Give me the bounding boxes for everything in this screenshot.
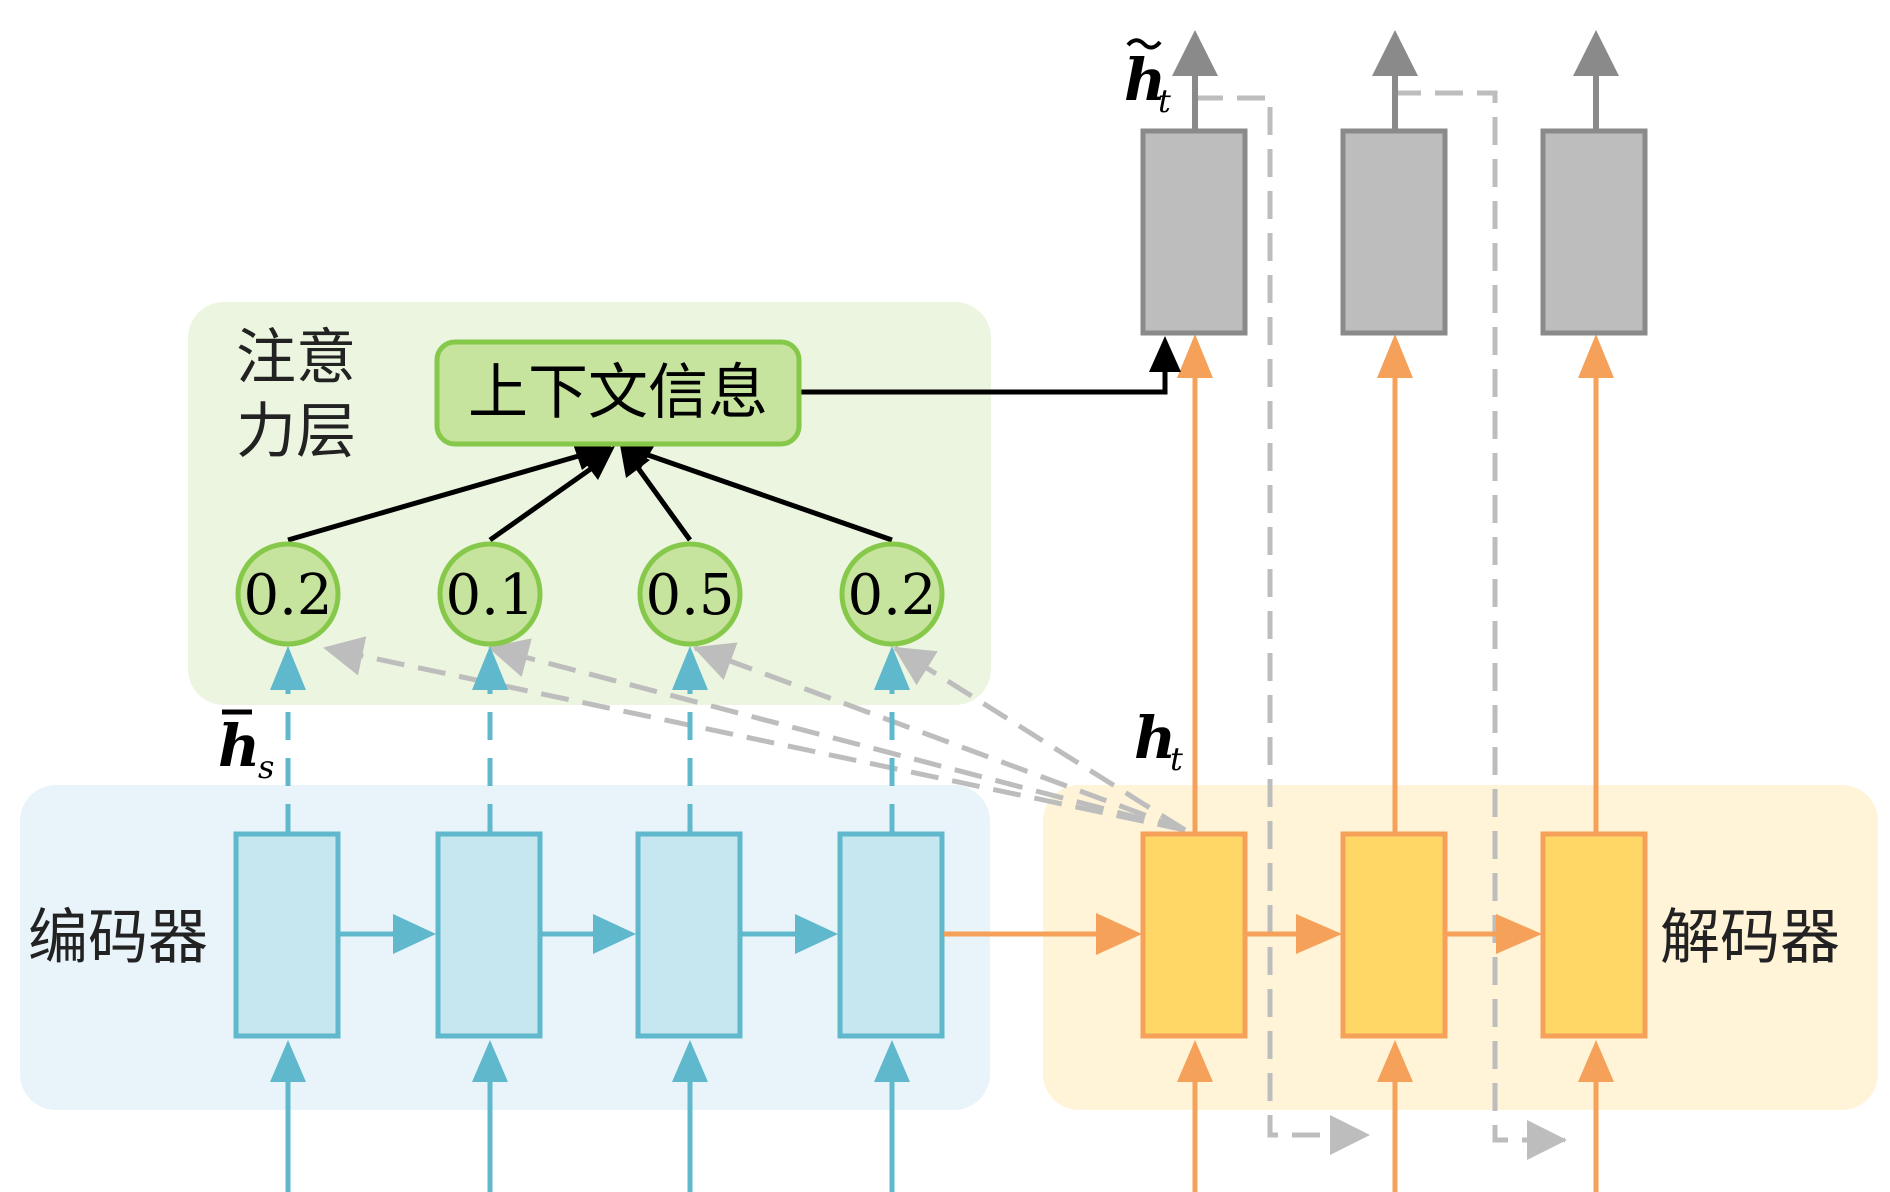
svg-text:t: t	[1170, 740, 1183, 778]
score-dashed-1	[323, 636, 1186, 833]
decoder-cells	[1140, 831, 1648, 1039]
feedback-dashed-2	[1393, 90, 1567, 1160]
decoder-input-arrows	[1177, 1040, 1614, 1192]
score-dashed-2	[488, 638, 1186, 833]
svg-text:s: s	[258, 748, 274, 786]
weight-value-4: 0.2	[847, 563, 936, 628]
decoder-panel	[1043, 785, 1878, 1110]
attention-layer-label-line1: 注意	[236, 323, 356, 393]
decoder-cell-2	[1340, 831, 1448, 1039]
encoder-to-decoder-arrow	[944, 913, 1142, 955]
feedback-dashed-1	[1195, 95, 1370, 1155]
svg-text:h: h	[218, 712, 260, 780]
weights-to-context-arrows	[287, 441, 893, 543]
encoder-cell-1	[233, 831, 341, 1039]
decoder-recurrent-arrows	[1247, 914, 1542, 954]
context-label: 上下文信息	[468, 358, 768, 428]
weight-node-2	[437, 541, 543, 647]
score-dashed-3	[693, 642, 1186, 833]
decoder-label: 解码器	[1660, 903, 1840, 973]
weight-value-1: 0.2	[243, 563, 332, 628]
output-cell-1	[1140, 128, 1248, 336]
encoder-cell-4	[837, 831, 945, 1039]
weight-node-1	[235, 541, 341, 647]
weight-node-3	[637, 541, 743, 647]
encoder-label: 编码器	[28, 903, 208, 973]
weight-value-3: 0.5	[645, 563, 734, 628]
decoder-cell-3	[1540, 831, 1648, 1039]
svg-text:h: h	[1134, 704, 1176, 772]
h-tilde-t-label: h t	[1124, 38, 1171, 120]
weight-node-4	[839, 541, 945, 647]
svg-text:t: t	[1158, 82, 1171, 120]
output-cell-3	[1540, 128, 1648, 336]
weight-nodes	[235, 541, 945, 647]
encoder-recurrent-arrows	[340, 914, 838, 954]
output-cells	[1140, 128, 1648, 336]
encoder-input-arrows	[270, 1040, 910, 1192]
score-dashed-4	[893, 645, 1187, 833]
h-t-label: h t	[1134, 704, 1183, 778]
decoder-cell-1	[1140, 831, 1248, 1039]
output-cell-2	[1340, 128, 1448, 336]
svg-text:h: h	[1124, 46, 1166, 114]
decoder-to-output-arrows	[1177, 334, 1614, 832]
weight-value-2: 0.1	[445, 563, 534, 628]
encoder-cell-2	[435, 831, 543, 1039]
encoder-cells	[233, 831, 945, 1039]
output-arrows	[1172, 30, 1619, 130]
context-to-output-arrow	[800, 336, 1181, 395]
encoder-to-weight-dashed	[270, 646, 910, 832]
context-box	[434, 339, 802, 447]
h-bar-s-label: h s	[218, 709, 274, 786]
attention-layer-label-line2: 力层	[236, 397, 356, 467]
encoder-cell-3	[635, 831, 743, 1039]
